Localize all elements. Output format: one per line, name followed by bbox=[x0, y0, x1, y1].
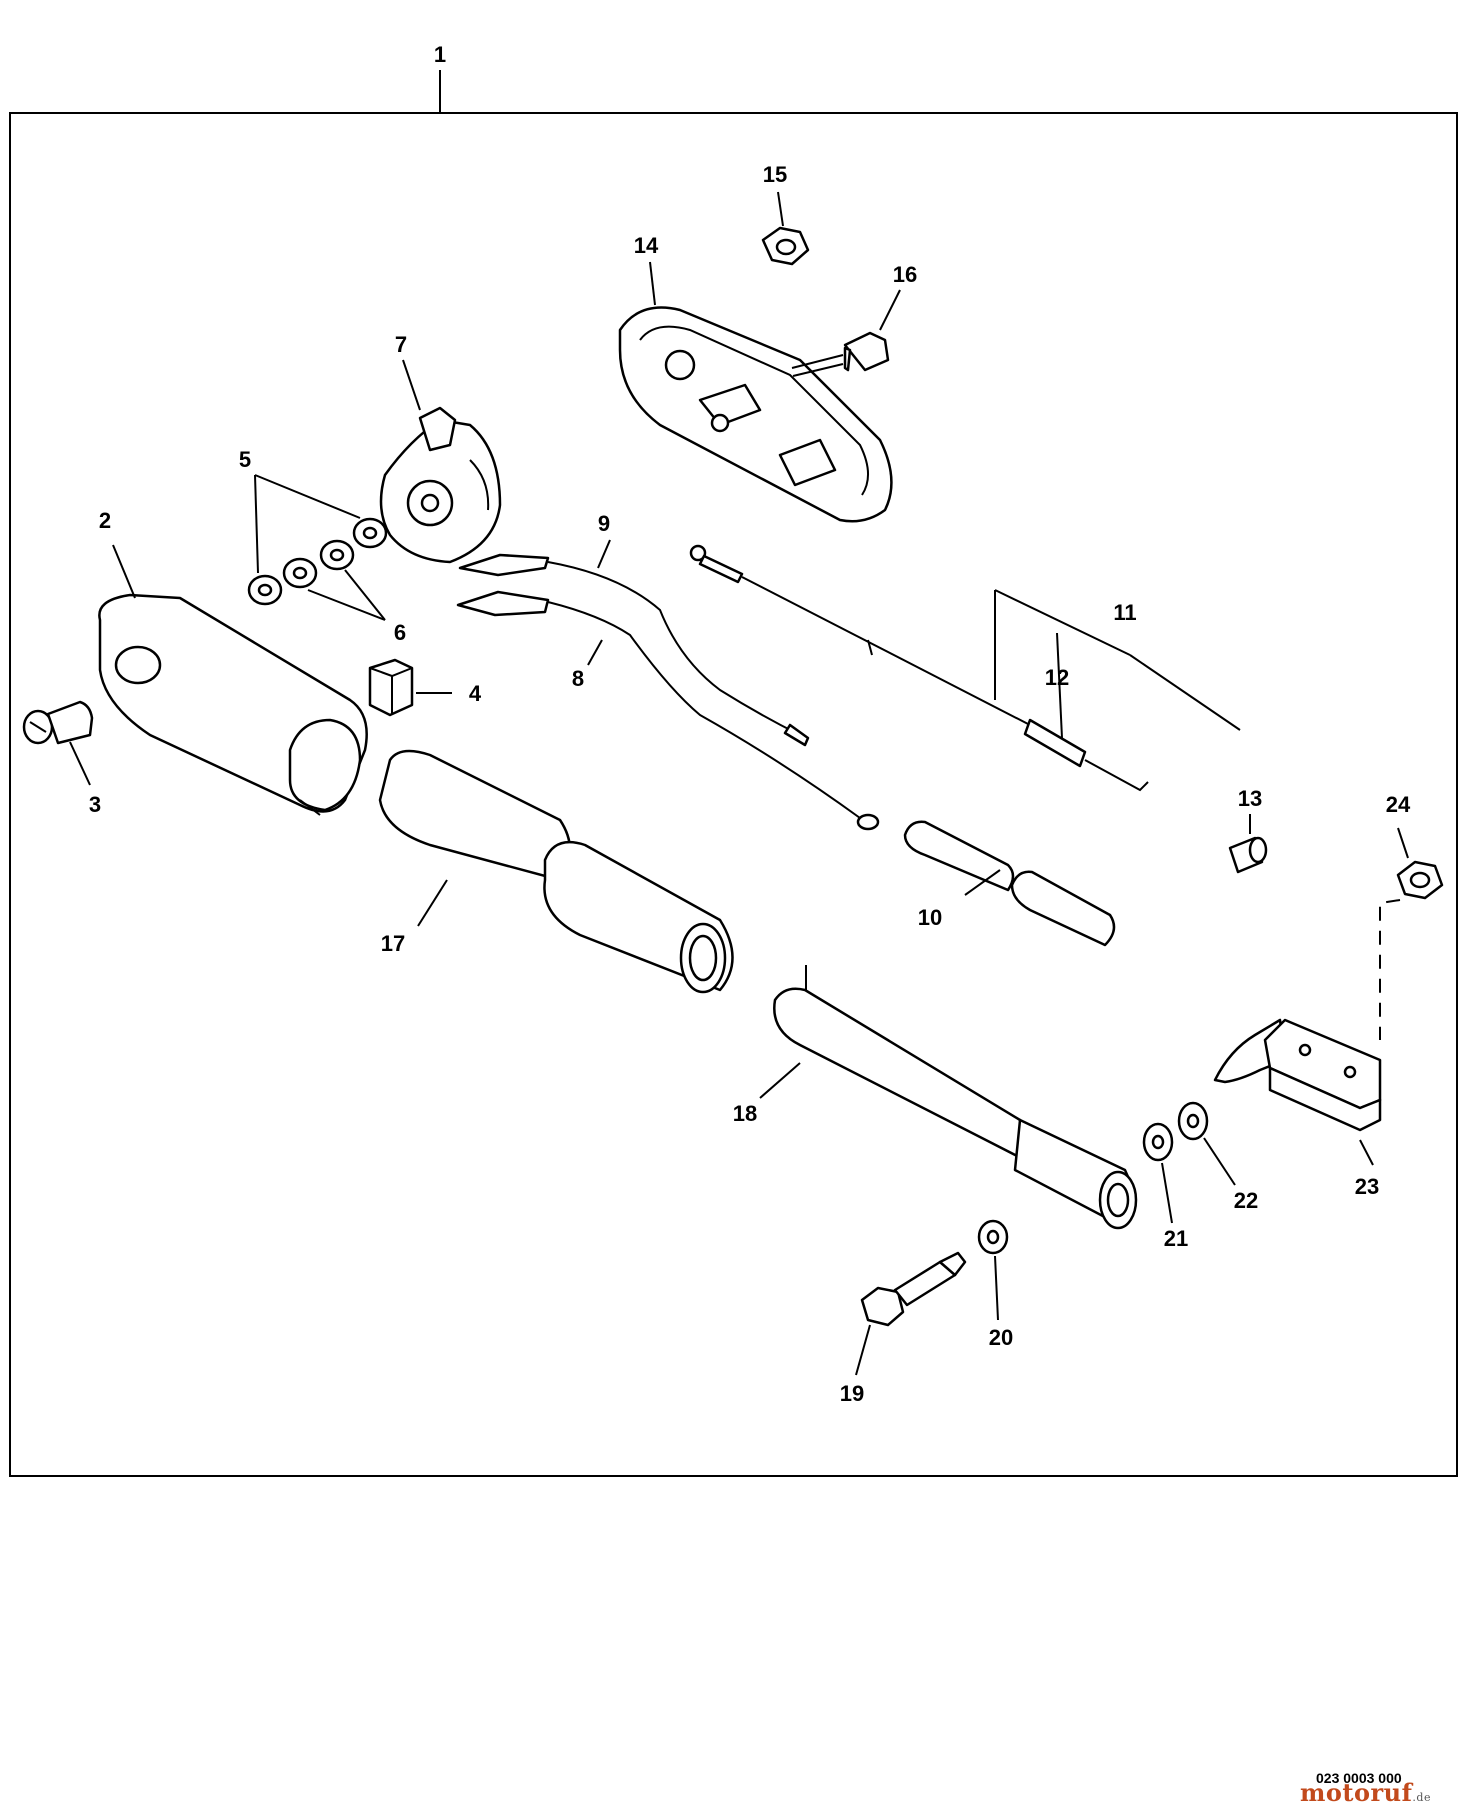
callout-12: 12 bbox=[1045, 665, 1069, 690]
block-4 bbox=[368, 658, 414, 717]
leader-21 bbox=[1161, 1162, 1173, 1224]
throttle-cable bbox=[689, 544, 1149, 792]
washer-20 bbox=[977, 1219, 1009, 1255]
callout-17: 17 bbox=[381, 931, 405, 956]
assembly-frame bbox=[9, 112, 1458, 1477]
leader-11b bbox=[994, 589, 1131, 656]
leader-17 bbox=[417, 879, 448, 927]
callout-2: 2 bbox=[99, 508, 111, 533]
leader-10 bbox=[964, 869, 1001, 896]
leader-19 bbox=[855, 1324, 871, 1376]
leader-20 bbox=[994, 1255, 999, 1321]
callout-20: 20 bbox=[989, 1325, 1013, 1350]
mounting-bracket bbox=[1213, 1018, 1382, 1132]
callout-24: 24 bbox=[1386, 792, 1411, 817]
callout-21: 21 bbox=[1164, 1226, 1188, 1251]
callout-13: 13 bbox=[1238, 786, 1262, 811]
callout-14: 14 bbox=[634, 233, 659, 258]
wire-leads bbox=[456, 553, 880, 831]
callout-15: 15 bbox=[763, 162, 787, 187]
leader-9 bbox=[597, 539, 611, 569]
leader-15 bbox=[777, 191, 784, 227]
leader-8 bbox=[587, 639, 603, 666]
callout-5: 5 bbox=[239, 447, 251, 472]
callout-18: 18 bbox=[733, 1101, 757, 1126]
leader-16 bbox=[879, 289, 901, 331]
leader-14 bbox=[649, 261, 656, 306]
leader-5a bbox=[254, 474, 259, 574]
callout-6: 6 bbox=[394, 620, 406, 645]
callout-16: 16 bbox=[893, 262, 917, 287]
callout-22: 22 bbox=[1234, 1188, 1258, 1213]
assembly-path-24-23 bbox=[1379, 899, 1401, 1040]
callout-1: 1 bbox=[434, 42, 446, 67]
callout-4: 4 bbox=[469, 681, 482, 706]
callout-7: 7 bbox=[395, 332, 407, 357]
leader-3 bbox=[69, 741, 91, 786]
nut-15 bbox=[761, 226, 810, 266]
handle-housing bbox=[98, 593, 368, 816]
reference-code: 023 0003 000 bbox=[1316, 1770, 1402, 1786]
leader-11c bbox=[1129, 654, 1241, 731]
callout-8: 8 bbox=[572, 666, 584, 691]
washers-5-6 bbox=[247, 517, 388, 606]
throttle-trigger bbox=[379, 406, 502, 564]
shaft-tube bbox=[773, 965, 1138, 1230]
leader-12 bbox=[1056, 632, 1063, 739]
callout-11: 11 bbox=[1113, 600, 1136, 625]
leader-5b bbox=[254, 474, 361, 519]
nut-24 bbox=[1396, 860, 1444, 900]
leader-18 bbox=[759, 1062, 801, 1099]
handle-cover bbox=[618, 306, 893, 523]
leader-6b bbox=[344, 569, 386, 621]
leader-6a bbox=[307, 589, 386, 621]
callout-23: 23 bbox=[1355, 1174, 1379, 1199]
washers-21-22 bbox=[1142, 1101, 1209, 1162]
callout-19: 19 bbox=[840, 1381, 864, 1406]
screw-16 bbox=[791, 331, 890, 377]
foam-sleeves bbox=[903, 820, 1116, 947]
bushing-13 bbox=[1228, 836, 1268, 874]
leader-24 bbox=[1397, 827, 1409, 859]
grip-tubes bbox=[378, 749, 734, 994]
bolt-19 bbox=[860, 1251, 967, 1327]
callout-10: 10 bbox=[918, 905, 942, 930]
leader-22 bbox=[1203, 1137, 1236, 1186]
callout-9: 9 bbox=[598, 511, 610, 536]
screw-3 bbox=[22, 700, 94, 745]
callout-3: 3 bbox=[89, 792, 101, 817]
leader-23 bbox=[1359, 1139, 1374, 1166]
leader-2 bbox=[112, 544, 136, 599]
watermark-logo: motoruf.de bbox=[1300, 1778, 1431, 1807]
leader-7 bbox=[402, 359, 421, 411]
